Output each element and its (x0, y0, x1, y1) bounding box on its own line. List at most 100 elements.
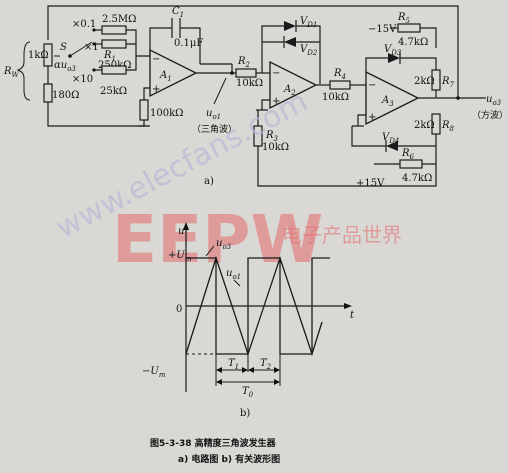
switch-blade (69, 41, 93, 57)
vd3-diode (388, 53, 400, 63)
origin-label: 0 (176, 304, 182, 315)
circuit-diagram: RW 1kΩ 180Ω S αuo3 ×0.1 ×1 ×10 2.5MΩ R1 … (3, 5, 508, 189)
label-b: b) (240, 408, 250, 419)
a3-plus-wire (357, 114, 366, 126)
eepw-chinese-logo: 电子产品世界 (282, 223, 402, 247)
figure-caption: 图5-3-38 高精度三角波发生器 a) 电路图 b) 有关波形图 (150, 437, 280, 465)
r-100k-label: 100kΩ (150, 108, 183, 119)
square-wave-uo3 (186, 257, 330, 355)
period-dims (218, 369, 278, 383)
op-amp-a3 (365, 70, 420, 126)
vd2-diode (284, 37, 296, 47)
uo3-note: （方波） (472, 109, 508, 121)
a1-plus: + (152, 84, 160, 95)
r4-label: R4 (333, 68, 346, 81)
a2-minus: − (272, 68, 280, 79)
u-axis-arrow (183, 222, 189, 230)
r1-label: R1 (103, 50, 116, 63)
pos-um-label: +Um (168, 250, 192, 263)
a1-label: A1 (159, 70, 172, 83)
caption-subtitle: a) 电路图 b) 有关波形图 (178, 453, 280, 465)
a1-minus: − (152, 54, 160, 65)
eepw-logo: EEPW (112, 201, 323, 278)
c1-label: C1 (172, 6, 184, 19)
uo1-wave-label: uo1 (226, 268, 241, 281)
a2-plus: + (272, 96, 280, 107)
r-100k (139, 99, 149, 121)
a1-ground (138, 120, 150, 127)
neg15-label: −15V (368, 24, 397, 35)
x10-label: ×10 (72, 74, 93, 85)
vd4-diode (386, 141, 398, 151)
r5-label: R5 (397, 12, 411, 25)
r6-label: R6 (401, 148, 415, 161)
t2-label: T2 (260, 358, 272, 371)
c1-value: 0.1μF (174, 38, 203, 49)
r-6 (399, 159, 423, 169)
uo1-label: uo1 (206, 108, 221, 121)
waveform-diagram: u t 0 +Um −Um uo3 uo1 T1 T2 T0 b) (142, 222, 355, 419)
triangle-wave-uo1 (185, 255, 323, 357)
a3-label: A3 (381, 95, 394, 108)
a1-plus-wire (143, 87, 150, 100)
rw-label: RW (3, 66, 20, 79)
r4-value: 10kΩ (322, 92, 349, 103)
vd4-label: VD4 (382, 132, 399, 145)
r7-value: 2kΩ (414, 76, 435, 87)
pos15-label: +15V (356, 178, 385, 189)
alpha-uo3-label: αuo3 (54, 60, 76, 73)
r8-value: 2kΩ (414, 120, 435, 131)
r-5 (397, 23, 421, 33)
r7-label: R7 (441, 76, 455, 89)
r3-value: 10kΩ (262, 142, 289, 153)
t-axis-label: t (350, 310, 355, 321)
vd3-label: VD3 (384, 44, 402, 57)
level-guides (186, 257, 216, 355)
caption-title: 图5-3-38 高精度三角波发生器 (150, 437, 277, 449)
a2-plus-wire (261, 99, 270, 110)
label-a: a) (204, 176, 214, 187)
t0-label: T0 (242, 386, 254, 399)
a2-label: A2 (283, 84, 296, 97)
r-25k (101, 65, 127, 75)
ground-rail (47, 102, 146, 127)
r-1k-label: 1kΩ (28, 50, 49, 61)
top-feedback-wire (47, 5, 459, 98)
r-2 (235, 68, 257, 78)
op-amp-a1 (149, 48, 198, 98)
uo3-label: uo3 (486, 94, 502, 107)
a3-plus: + (368, 112, 376, 123)
x01-label: ×0.1 (72, 19, 96, 30)
c1-plates (171, 18, 181, 38)
uo3-wave-pointer (205, 245, 215, 257)
vd1-diode (284, 21, 296, 31)
uo1-note: （三角波） (192, 123, 237, 135)
uo1-wave-pointer (233, 279, 241, 287)
r-180-label: 180Ω (52, 90, 79, 101)
r8-label: R8 (441, 120, 455, 133)
input-junction (126, 29, 150, 71)
vd2-label: VD2 (300, 44, 318, 57)
r2-value: 10kΩ (236, 78, 263, 89)
r-7 (431, 69, 441, 91)
neg-um-label: −Um (142, 366, 166, 379)
c1-wires (149, 27, 201, 64)
op-amp-a2 (269, 60, 318, 110)
bottom-feedback-wire (257, 146, 437, 187)
r6-value: 4.7kΩ (402, 173, 432, 184)
r-1 (101, 39, 127, 49)
rw-brace (16, 41, 31, 101)
r-25k-label: 25kΩ (100, 86, 127, 97)
x1-label: ×1 (84, 42, 99, 53)
u-axis-label: u (178, 226, 184, 237)
r-2-5m-label: 2.5MΩ (102, 14, 136, 25)
vd1-loop (261, 25, 321, 84)
uo3-node (456, 96, 460, 100)
vd1-label: VD1 (300, 16, 317, 29)
vd4-loop (351, 126, 436, 147)
t-axis-arrow (344, 303, 352, 309)
r2-label: R2 (237, 56, 251, 69)
r5-out (420, 27, 437, 48)
